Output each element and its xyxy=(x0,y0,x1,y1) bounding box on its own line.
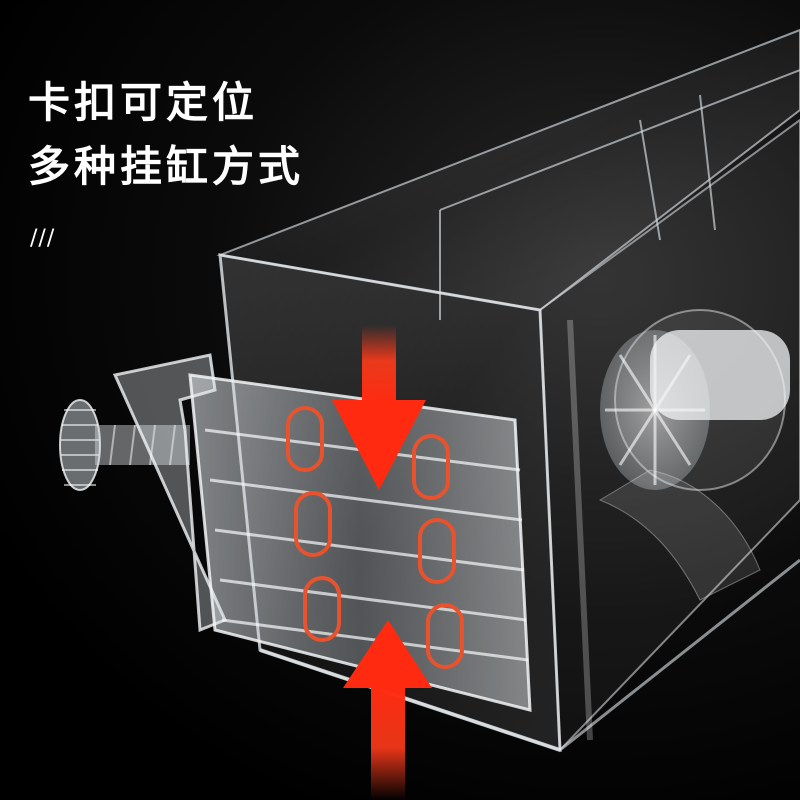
box-back-walls xyxy=(216,28,800,320)
slot-highlight xyxy=(426,603,464,669)
slot-highlight xyxy=(303,576,341,642)
arrow-down-icon xyxy=(332,325,426,490)
slot-highlight xyxy=(418,518,456,584)
decorative-slashes: /// xyxy=(30,226,56,251)
headline-line-2: 多种挂缸方式 xyxy=(28,142,305,191)
arrow-up-icon xyxy=(343,620,432,800)
slot-highlight xyxy=(412,434,450,500)
slot-highlight xyxy=(286,406,324,472)
slot-highlight xyxy=(294,491,332,557)
thumb-screw xyxy=(59,399,190,491)
highlighted-slots xyxy=(286,406,464,669)
pump-impeller xyxy=(598,309,790,601)
headline-line-1: 卡扣可定位 xyxy=(28,78,259,127)
